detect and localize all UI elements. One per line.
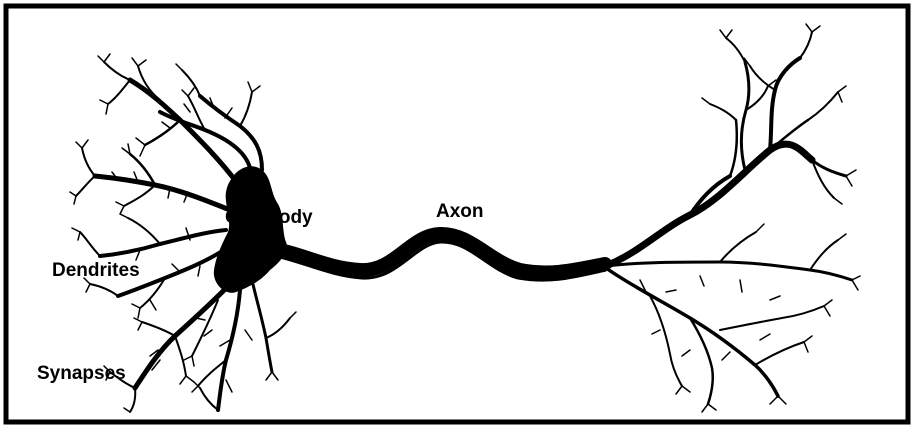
synapses-label: Synapses — [37, 364, 126, 383]
cell-body-label: Cell Body — [225, 208, 313, 227]
axon-label: Axon — [436, 202, 484, 221]
dendrites-label: Dendrites — [52, 261, 140, 280]
